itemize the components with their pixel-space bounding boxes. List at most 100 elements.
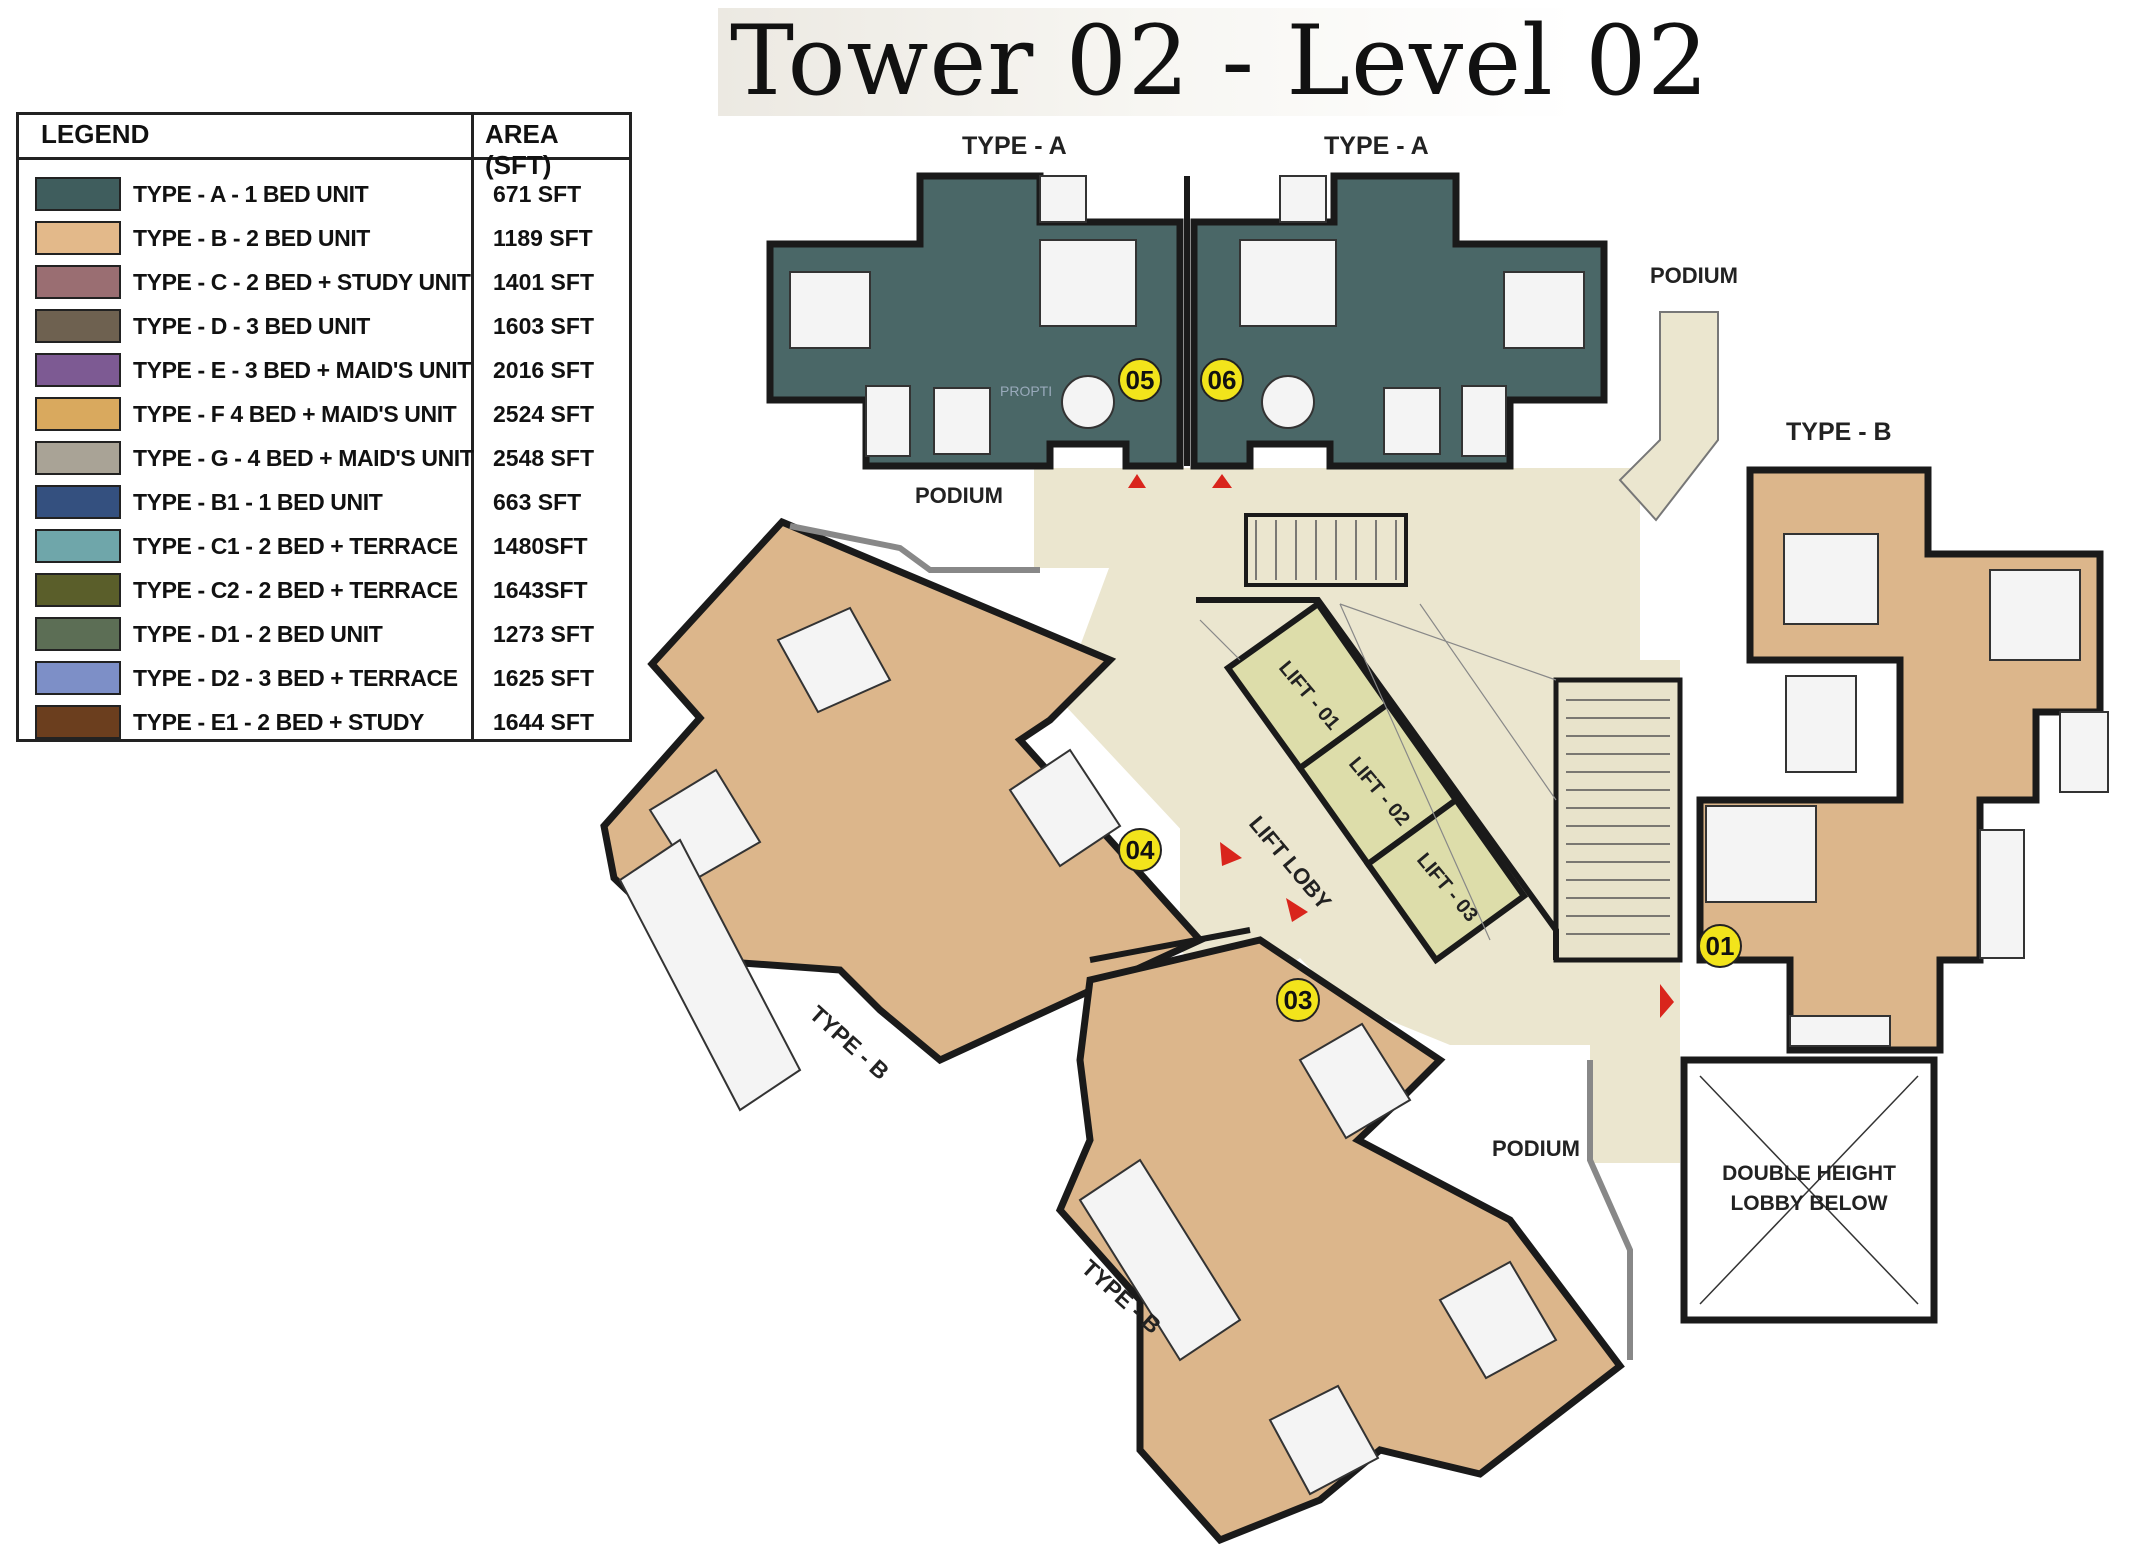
badge-06	[1200, 358, 1244, 402]
living-04	[1008, 748, 1122, 868]
kitchen-01	[1789, 1015, 1891, 1047]
legend-row: TYPE - D1 - 2 BED UNIT 1273 SFT	[19, 613, 629, 657]
badge-04-text: 04	[1126, 835, 1155, 865]
balcony-04	[618, 838, 802, 1112]
legend-swatch	[35, 617, 121, 651]
utility-06	[1279, 175, 1327, 223]
page-title: Tower 02 - Level 02	[730, 5, 1710, 117]
legend-type-label: TYPE - G - 4 BED + MAID'S UNIT	[133, 445, 474, 471]
legend-swatch	[35, 265, 121, 299]
badge-03-text: 03	[1284, 985, 1313, 1015]
balcony-06	[1461, 385, 1507, 457]
arrow-01	[1660, 984, 1674, 1018]
bath-01	[1785, 675, 1857, 773]
lobby-core-wall	[1196, 597, 1559, 960]
type-b-unit-01	[1680, 466, 2109, 1324]
legend-swatch	[35, 177, 121, 211]
legend-row: TYPE - G - 4 BED + MAID'S UNIT 2548 SFT	[19, 437, 629, 481]
arrow-03	[1286, 898, 1308, 922]
legend-type-label: TYPE - D2 - 3 BED + TERRACE	[133, 665, 458, 691]
podium-edge-left	[789, 523, 1040, 573]
arrow-06	[1212, 474, 1232, 488]
legend-swatch	[35, 529, 121, 563]
label-type-a-right: TYPE - A	[1324, 132, 1429, 160]
label-double-height-2: LOBBY BELOW	[1730, 1192, 1887, 1215]
legend-swatch	[35, 573, 121, 607]
unit-01	[1696, 466, 2104, 1054]
badge-01-text: 01	[1706, 931, 1735, 961]
bed-01-a	[1783, 533, 1879, 625]
legend-divider	[471, 115, 474, 739]
badge-05	[1118, 358, 1162, 402]
utility-01	[2059, 711, 2109, 793]
legend-row: TYPE - D - 3 BED UNIT 1603 SFT	[19, 305, 629, 349]
unit-03	[1055, 936, 1625, 1545]
legend-type-label: TYPE - C2 - 2 BED + TERRACE	[133, 577, 458, 603]
stair-treads	[1255, 520, 1670, 935]
title-band	[718, 8, 1578, 116]
arrow-04	[1220, 842, 1242, 866]
legend-area-value: 1273 SFT	[493, 621, 594, 647]
table-06	[1261, 375, 1315, 429]
sofa-01	[1705, 805, 1817, 903]
stair-podium-left	[1034, 468, 1112, 568]
bed-05	[789, 271, 871, 349]
party-wall-b	[1089, 927, 1251, 963]
balcony-03	[1078, 1158, 1242, 1362]
legend-swatch	[35, 705, 121, 739]
legend-area-value: 1603 SFT	[493, 313, 594, 339]
legend-swatch	[35, 353, 121, 387]
label-podium-top-left: PODIUM	[915, 483, 1003, 508]
legend-swatch	[35, 661, 121, 695]
legend-type-label: TYPE - B - 2 BED UNIT	[133, 225, 370, 251]
legend-swatch	[35, 309, 121, 343]
bed-06	[1503, 271, 1585, 349]
legend-area-value: 1401 SFT	[493, 269, 594, 295]
unit-04	[600, 517, 1206, 1065]
legend-swatch	[35, 397, 121, 431]
legend-area-value: 1480SFT	[493, 533, 588, 559]
bed-01-b	[1989, 569, 2081, 661]
table-05	[1061, 375, 1115, 429]
legend-area-value: 671 SFT	[493, 181, 582, 207]
arrow-05	[1128, 474, 1146, 488]
entry-arrows	[1128, 474, 1674, 1018]
label-watermark: PROPTI	[1000, 383, 1052, 399]
label-type-b-right: TYPE - B	[1786, 418, 1892, 446]
badge-05-text: 05	[1126, 365, 1155, 395]
legend-type-label: TYPE - C - 2 BED + STUDY UNIT	[133, 269, 471, 295]
wc-05	[933, 387, 991, 455]
label-double-height-1: DOUBLE HEIGHT	[1722, 1162, 1896, 1185]
legend-type-label: TYPE - D1 - 2 BED UNIT	[133, 621, 383, 647]
legend-row: TYPE - E - 3 BED + MAID'S UNIT 2016 SFT	[19, 349, 629, 393]
legend-row: TYPE - C1 - 2 BED + TERRACE 1480SFT	[19, 525, 629, 569]
legend-type-label: TYPE - D - 3 BED UNIT	[133, 313, 370, 339]
podium-edge-bottom	[1587, 1060, 1633, 1360]
sofa-05	[1039, 239, 1137, 327]
label-podium-top-right: PODIUM	[1650, 263, 1738, 288]
badge-04	[1118, 828, 1162, 872]
bed-03-a	[1438, 1260, 1558, 1380]
legend-type-label: TYPE - E1 - 2 BED + STUDY	[133, 709, 424, 735]
lift-03-shaft	[1363, 795, 1529, 965]
legend-area-value: 2548 SFT	[493, 445, 594, 471]
stair-main	[1244, 513, 1408, 587]
badge-01	[1698, 924, 1742, 968]
sofa-06	[1239, 239, 1337, 327]
legend-type-label: TYPE - C1 - 2 BED + TERRACE	[133, 533, 458, 559]
legend-swatch	[35, 485, 121, 519]
type-b-units-diagonal	[600, 517, 1633, 1545]
legend-header	[19, 115, 629, 160]
legend-area-value: 2016 SFT	[493, 357, 594, 383]
legend-type-label: TYPE - E - 3 BED + MAID'S UNIT	[133, 357, 471, 383]
stair-core	[1553, 677, 1683, 963]
void-lines	[1199, 603, 1557, 941]
legend-area-value: 1625 SFT	[493, 665, 594, 691]
label-podium-bottom: PODIUM	[1492, 1136, 1580, 1161]
